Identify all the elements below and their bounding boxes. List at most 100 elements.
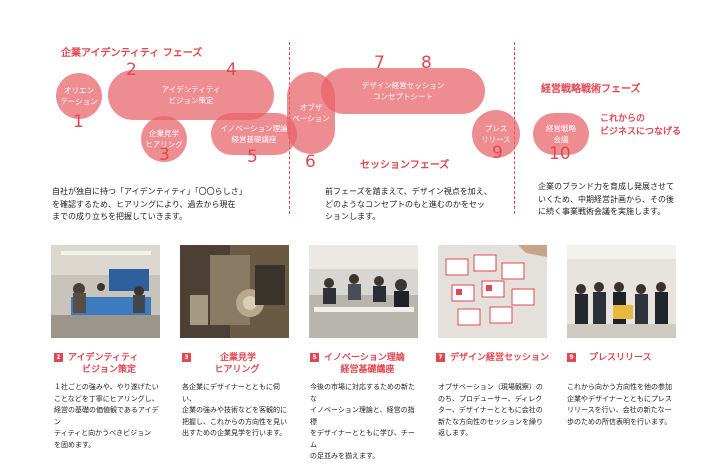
- description-strategy: 企業のブランド力を育成し発展させて いくため、中期経営計画から、その後 に続く事…: [538, 181, 674, 219]
- card-body-line: １社ごとの強みや、やり遂げたい: [54, 383, 159, 391]
- tagline-line1: これからの: [600, 114, 646, 124]
- card-body-tour: 各企業にデザイナーとともに伺い、 企業の強みや技術などを客観的に 把握し、これか…: [182, 382, 292, 440]
- bubble-tour: 企業見学ヒアリング: [141, 116, 187, 162]
- card-body-line: ティティと向かうべきビジョン: [54, 429, 152, 437]
- step-number-8: 8: [421, 53, 432, 73]
- card-title-line2: 経営基礎講座: [340, 365, 395, 375]
- phase-title-session: セッションフェーズ: [360, 160, 450, 171]
- bubble-press: プレスリリース: [472, 110, 520, 158]
- bubble-concept-line2: コンセプトシート: [373, 92, 433, 101]
- card-body-line: 新たな方向性のセッションを繰り: [438, 417, 543, 426]
- card-title-line2: ヒアリング: [214, 365, 260, 375]
- card-body-line: 各企業にデザイナーとともに伺い、: [182, 383, 280, 403]
- card-body-line: リリースを行い、会社の新たな一: [567, 406, 672, 414]
- photo-factory-tour: [180, 245, 289, 338]
- card-body-line: オブザベーション（現場観察）の: [438, 383, 543, 391]
- card-title-line1: アイデンティティ: [68, 353, 139, 363]
- bubble-orientation-line1: オリエン: [63, 86, 94, 95]
- step-number-10: 10: [549, 144, 571, 164]
- card-badge: 7: [436, 353, 445, 362]
- bubble-identity-vision-line1: アイデンティティ: [161, 85, 221, 94]
- card-body-identity: １社ごとの強みや、やり遂げたい ことなどを丁寧にヒアリングし、 経営の基礎の価値…: [54, 382, 164, 451]
- card-body-line: 出すための企業見学を行います。: [182, 429, 287, 437]
- description-identity-line3: までの成り立ちを把握していきます。: [52, 212, 187, 221]
- card-body-line: ター、デザイナーとともに会社の: [438, 406, 543, 414]
- bubble-press-line2: リリース: [481, 135, 511, 144]
- step-number-3: 3: [159, 145, 170, 165]
- bubble-observation-line2: ベーション: [292, 114, 330, 123]
- bubble-identity-vision: アイデンティティビジョン策定: [108, 70, 274, 120]
- description-identity: 自社が独自に持つ「アイデンティティ」「〇〇らしさ」 を確認するため、ヒアリングに…: [52, 186, 247, 224]
- photo-press-release: [567, 245, 676, 338]
- description-session: 前フェーズを踏まえて、デザイン視点を加え、 どのようなコンセプトのもと進むのかを…: [325, 186, 492, 224]
- photo-design-session: [438, 245, 547, 338]
- card-body-press: これから向かう方向性を他の参加 企業やデザイナーとともにプレス リリースを行い、…: [567, 382, 677, 428]
- card-body-session: オブザベーション（現場観察）の のち、プロデューサー、ディレク ター、デザイナー…: [438, 382, 548, 440]
- tagline-line2: ビジネスにつなげる: [600, 127, 682, 137]
- card-body-line: 企業の強みや技術などを客観的に: [182, 406, 287, 414]
- description-session-line1: 前フェーズを踏まえて、デザイン視点を加え、: [325, 187, 492, 196]
- card-body-line: を固めます。: [54, 440, 96, 449]
- description-strategy-line3: に続く事業戦術会議を実施します。: [538, 207, 666, 216]
- step-number-1: 1: [73, 112, 84, 132]
- bubble-tour-line2: ヒアリング: [145, 140, 183, 149]
- card-body-line: のち、プロデューサー、ディレク: [438, 394, 543, 403]
- card-title-identity: 2 アイデンティティ ビジョン策定: [54, 352, 164, 376]
- description-identity-line2: を確認するため、ヒアリングにより、過去から現在: [52, 199, 236, 209]
- card-body-innovation: 今後の市場に対応するための新たな イノベーション理論と、経営の指標 をデザイナー…: [310, 382, 420, 463]
- card-body-line: の足並みを揃えます。: [310, 452, 380, 460]
- card-title-session: 7 デザイン経営セッション: [436, 352, 561, 364]
- step-number-4: 4: [226, 60, 237, 80]
- bubble-observation: オブザベーション: [287, 72, 335, 154]
- card-title-line2: ビジョン策定: [81, 365, 136, 375]
- step-number-9: 9: [492, 143, 503, 163]
- card-body-line: 経営の基礎の価値観であるアイデン: [54, 406, 159, 426]
- card-title-innovation: 5 イノベーション理論 経営基礎講座: [310, 352, 425, 376]
- bubble-innovation: イノベーション理論経営基礎講座: [211, 113, 297, 155]
- bubble-strategy-meeting-line2: 会議: [553, 135, 569, 144]
- description-strategy-line1: 企業のブランド力を育成し発展させて: [538, 182, 674, 191]
- card-badge: 3: [182, 353, 191, 362]
- step-number-5: 5: [247, 147, 258, 167]
- card-body-line: 企業やデザイナーとともにプレス: [567, 394, 672, 403]
- step-number-7: 7: [374, 53, 385, 73]
- bubble-concept: デザイン経営セッションコンセプトシート: [321, 68, 485, 114]
- card-title-line1: 企業見学: [220, 353, 257, 363]
- card-title-line1: デザイン経営セッション: [450, 353, 550, 363]
- description-strategy-line2: いくため、中期経営計画から、その後: [538, 194, 674, 204]
- card-title-tour: 3 企業見学 ヒアリング: [182, 352, 292, 376]
- card-body-line: 把握し、これからの方向性を見い: [182, 417, 287, 426]
- card-badge: 2: [54, 353, 63, 362]
- bubble-innovation-line2: 経営基礎講座: [231, 135, 277, 144]
- card-body-line: 今後の市場に対応するための新たな: [310, 383, 415, 403]
- card-badge: 9: [567, 353, 576, 362]
- tagline: これからの ビジネスにつなげる: [600, 113, 681, 139]
- card-title-line1: プレスリリース: [589, 353, 652, 363]
- card-body-line: イノベーション理論と、経営の指標: [310, 406, 415, 426]
- photo-lecture: [309, 245, 418, 338]
- bubble-observation-line1: オブザ: [299, 103, 323, 112]
- description-identity-line1: 自社が独自に持つ「アイデンティティ」「〇〇らしさ」: [52, 187, 247, 196]
- bubble-identity-vision-line2: ビジョン策定: [168, 96, 214, 105]
- card-body-line: これから向かう方向性を他の参加: [567, 383, 672, 391]
- bubble-innovation-line1: イノベーション理論: [220, 124, 288, 133]
- photo-identity-meeting: [51, 245, 160, 338]
- bubble-orientation: オリエンテーション: [56, 73, 102, 119]
- description-session-line3: ションします。: [325, 212, 381, 221]
- phase-title-strategy: 経営戦略戦術フェーズ: [541, 84, 641, 95]
- bubble-strategy-meeting: 経営戦略会議: [533, 113, 589, 155]
- bubble-concept-line1: デザイン経営セッション: [361, 81, 445, 90]
- step-number-2: 2: [126, 60, 137, 80]
- bubble-strategy-meeting-line1: 経営戦略: [546, 124, 576, 133]
- card-body-line: 返します。: [438, 429, 473, 437]
- card-body-line: ことなどを丁寧にヒアリングし、: [54, 394, 159, 403]
- card-title-line1: イノベーション理論: [324, 353, 405, 363]
- step-number-6: 6: [305, 152, 316, 172]
- description-session-line2: どのようなコンセプトのもと進むのかをセッ: [325, 199, 485, 209]
- bubble-orientation-line2: テーション: [60, 97, 98, 106]
- card-title-press: 9 プレスリリース: [567, 352, 677, 364]
- card-body-line: 歩のための所信表明を行います。: [567, 417, 672, 426]
- card-body-line: をデザイナーとともに学び、チーム: [310, 429, 415, 449]
- card-badge: 5: [310, 353, 319, 362]
- bubble-tour-line1: 企業見学: [149, 129, 179, 138]
